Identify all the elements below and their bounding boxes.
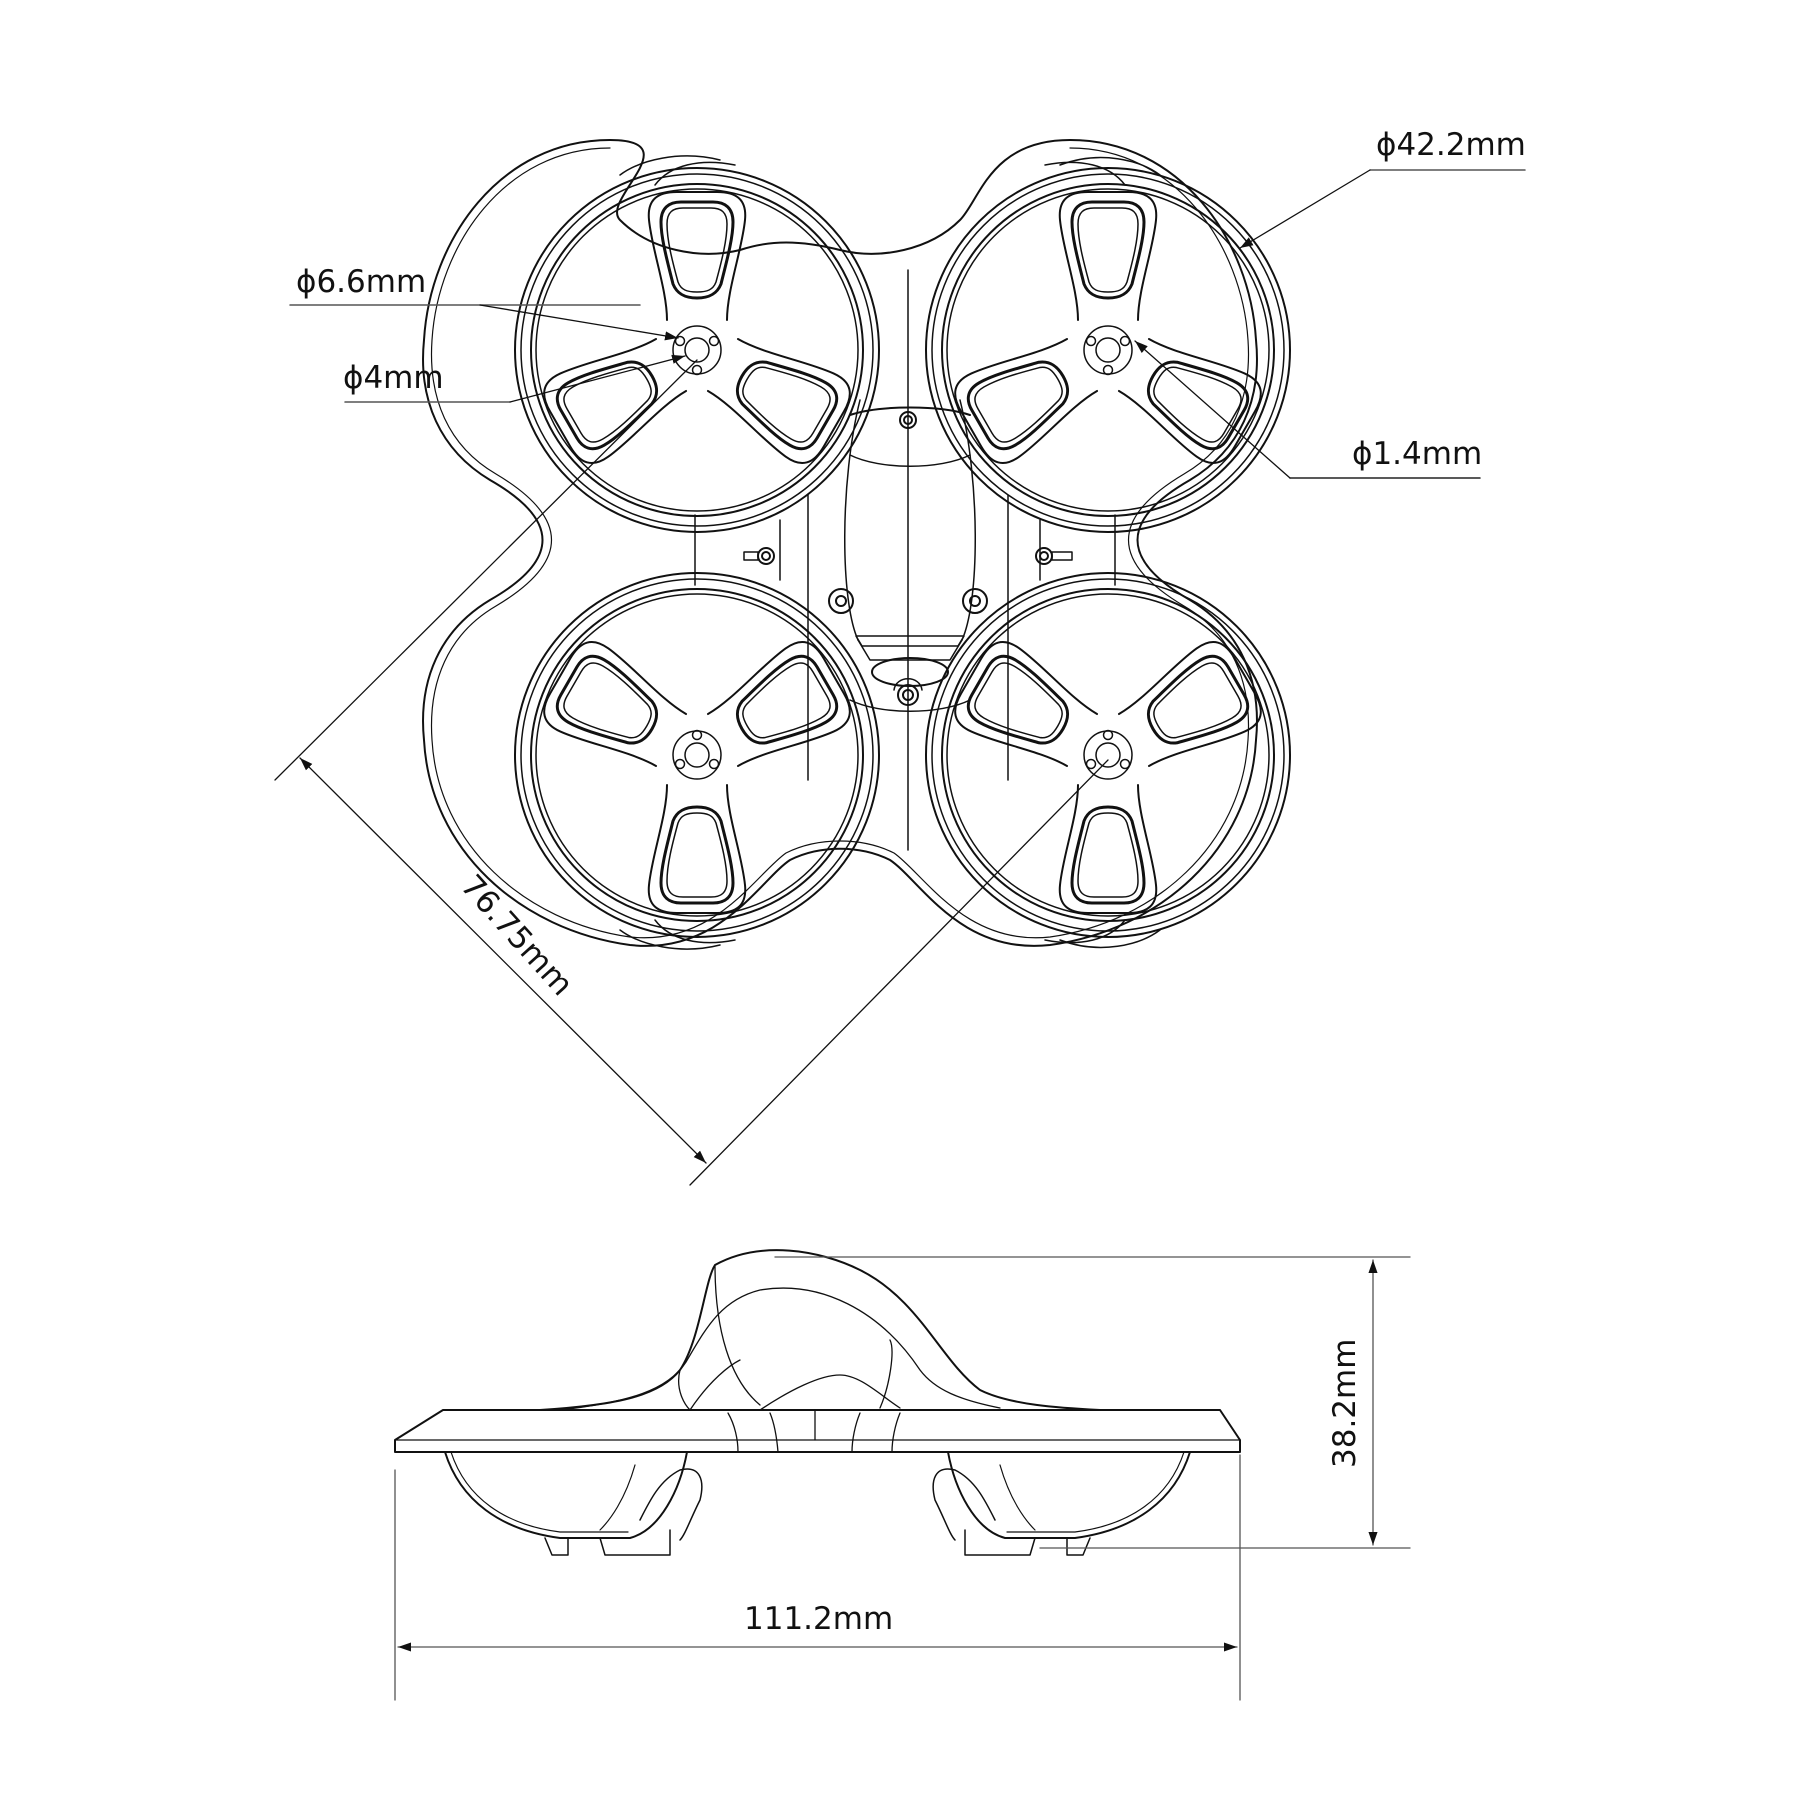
side-view: [394, 1249, 1411, 1701]
dimension-label-overall-width: 111.2mm: [744, 1601, 894, 1637]
dimension-label-shaft-hole-diameter: ϕ4mm: [343, 360, 444, 396]
dimension-label-motor-mount-diameter: ϕ6.6mm: [296, 264, 427, 300]
dimension-label-screw-hole-diameter: ϕ1.4mm: [1352, 436, 1483, 472]
dimension-label-height: 38.2mm: [1327, 1338, 1363, 1468]
top-view: [274, 139, 1526, 1186]
dimension-label-motor-guard-diameter: ϕ42.2mm: [1376, 127, 1526, 163]
